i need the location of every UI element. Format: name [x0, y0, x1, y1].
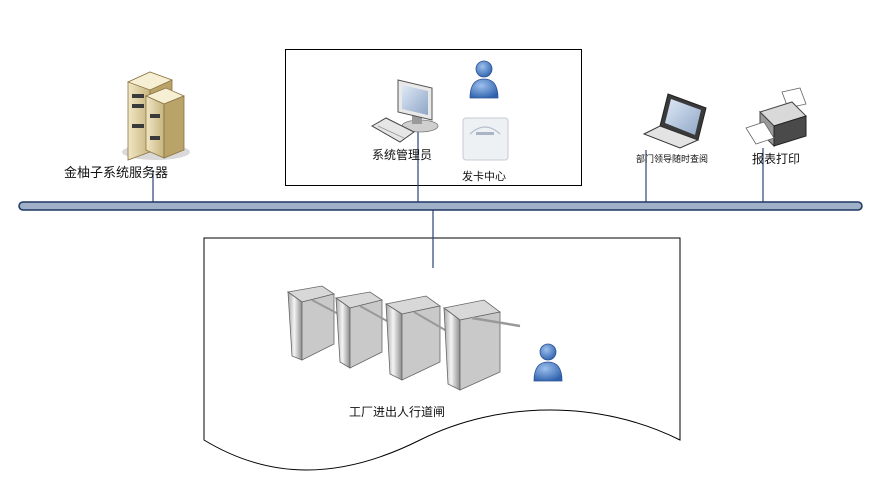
- person-icon: [533, 343, 563, 382]
- server-tower-icon: [122, 71, 190, 161]
- laptop-icon: [642, 93, 707, 149]
- tripod-turnstile-icon: [286, 285, 521, 391]
- admin-label: 系统管理员: [372, 148, 433, 162]
- desktop-computer-icon: [370, 79, 439, 143]
- leader-label: 部门领导随时查阅: [636, 155, 709, 165]
- connection-lines: [152, 128, 764, 268]
- printer-label: 报表打印: [752, 152, 801, 166]
- card-issuer-icon: [462, 117, 509, 161]
- server-label: 金柚子系统服务器: [64, 166, 169, 181]
- gate-area-frame: [203, 237, 681, 471]
- person-icon: [469, 60, 499, 99]
- printer-icon: [745, 87, 807, 148]
- network-bus: [18, 201, 863, 211]
- gates-label: 工厂进出人行道闸: [349, 405, 446, 419]
- admin-area-frame: [285, 49, 582, 186]
- card-center-label: 发卡中心: [462, 170, 506, 183]
